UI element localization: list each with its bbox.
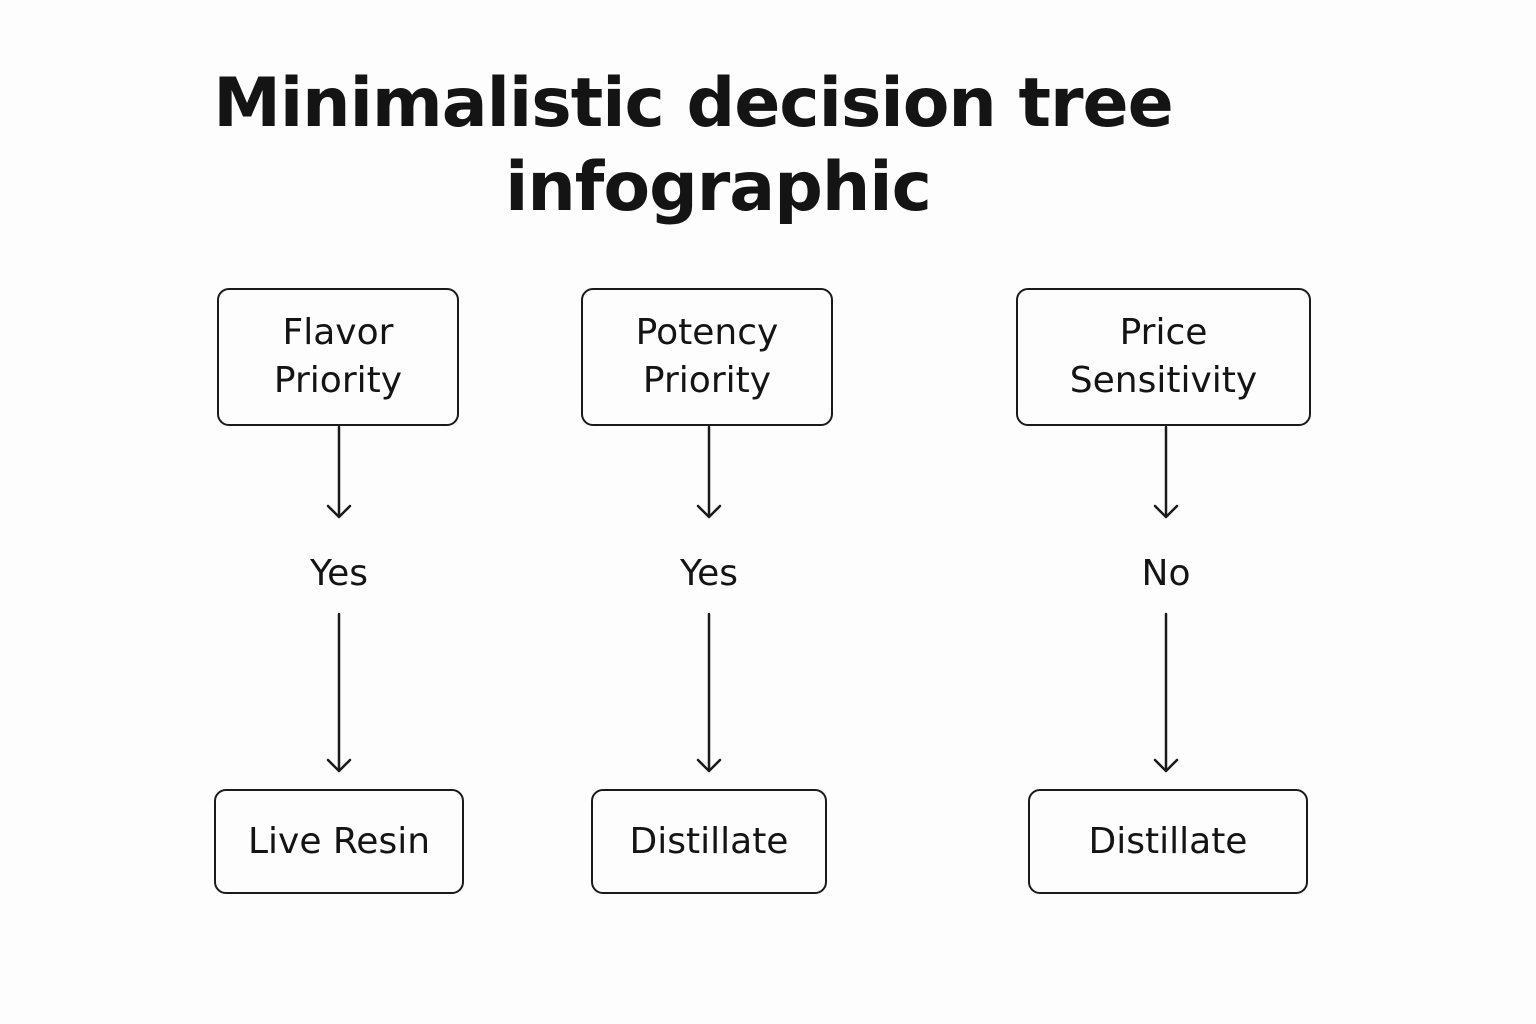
arrowhead-result-2: [696, 758, 722, 773]
result-box-2: Distillate: [591, 789, 827, 894]
result-label-3: Distillate: [1088, 820, 1248, 862]
branch-2-connectors: [696, 425, 722, 773]
title-line-1: Minimalistic decision tree: [213, 64, 1174, 143]
answer-label-1: Yes: [309, 553, 369, 594]
diagram-title: Minimalistic decision tree infographic: [0, 62, 1536, 230]
question-label-3: Price Sensitivity: [1069, 312, 1258, 401]
arrowhead-result-3: [1153, 758, 1179, 773]
arrowhead-result-1: [326, 758, 352, 773]
arrowhead-question-3: [1153, 504, 1179, 519]
question-label-2: Potency Priority: [635, 312, 779, 401]
arrowhead-question-1: [326, 504, 352, 519]
branch-3-connectors: [1153, 425, 1179, 773]
question-box-3: Price Sensitivity: [1016, 288, 1311, 426]
branch-1-connectors: [326, 425, 352, 773]
title-line-2: infographic: [505, 148, 932, 227]
result-label-1: Live Resin: [247, 820, 431, 862]
result-box-1: Live Resin: [214, 789, 464, 894]
answer-label-2: Yes: [679, 553, 739, 594]
result-box-3: Distillate: [1028, 789, 1308, 894]
question-box-1: Flavor Priority: [217, 288, 459, 426]
arrowhead-question-2: [696, 504, 722, 519]
result-label-2: Distillate: [629, 820, 789, 862]
answer-label-3: No: [1141, 553, 1191, 594]
question-box-2: Potency Priority: [581, 288, 833, 426]
question-label-1: Flavor Priority: [273, 312, 403, 401]
